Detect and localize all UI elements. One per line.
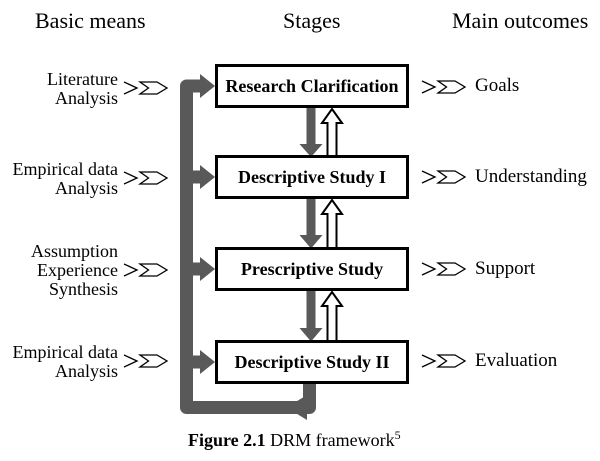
label-line: Analysis — [55, 88, 118, 108]
flow-chevron-icon — [123, 263, 169, 277]
outcome-label-understanding: Understanding — [475, 166, 587, 187]
flow-chevron-icon — [421, 80, 467, 94]
stage-box-descriptive-study-1: Descriptive Study I — [215, 155, 409, 199]
feedback-arrowhead-icon — [286, 395, 307, 420]
outcome-label-goals: Goals — [475, 75, 520, 96]
flow-chevron-icon — [421, 262, 467, 276]
up-arrow-icon — [320, 107, 344, 158]
outcome-label-support: Support — [475, 258, 536, 279]
down-arrow-icon — [299, 108, 323, 157]
label-line: Empirical data — [12, 342, 118, 362]
flow-chevron-icon — [421, 354, 467, 368]
branch-arrowhead-icon — [200, 165, 215, 189]
up-arrow-icon — [320, 198, 344, 250]
stage-box-research-clarification: Research Clarification — [215, 64, 409, 108]
label-line: Synthesis — [48, 279, 118, 299]
stage-box-label: Descriptive Study I — [238, 166, 386, 187]
column-header-stages: Stages — [283, 8, 341, 33]
branch-arrowhead-icon — [200, 74, 215, 98]
label-line: Empirical data — [12, 159, 118, 179]
figure-caption-title: DRM framework — [270, 430, 395, 450]
iteration-loop-path — [180, 79, 316, 414]
branch-arrowhead-icon — [200, 257, 215, 281]
column-header-main-outcomes: Main outcomes — [452, 8, 589, 33]
stage-box-label: Descriptive Study II — [234, 351, 390, 372]
outcome-label-evaluation: Evaluation — [475, 350, 558, 371]
down-arrow-icon — [299, 199, 323, 249]
stage-box-descriptive-study-2: Descriptive Study II — [215, 340, 409, 384]
basic-means-label-row4: Empirical data Analysis — [0, 343, 118, 381]
stage-box-label: Prescriptive Study — [240, 258, 384, 279]
label-line: Analysis — [55, 361, 118, 381]
figure-caption: Figure 2.1 DRM framework5 — [188, 428, 401, 451]
label-line: Assumption — [30, 241, 118, 261]
stage-box-label: Research Clarification — [225, 75, 399, 96]
up-arrow-icon — [320, 290, 344, 343]
flow-chevron-icon — [123, 81, 169, 95]
basic-means-label-row2: Empirical data Analysis — [0, 160, 118, 198]
flow-chevron-icon — [421, 170, 467, 184]
label-line: Literature — [47, 69, 118, 89]
flow-chevron-icon — [123, 171, 169, 185]
label-line: Analysis — [55, 178, 118, 198]
flow-chevron-icon — [123, 354, 169, 368]
basic-means-label-row3: Assumption Experience Synthesis — [0, 242, 118, 299]
figure-caption-label: Figure 2.1 — [188, 430, 266, 450]
column-header-basic-means: Basic means — [35, 8, 146, 33]
branch-arrowhead-icon — [200, 350, 215, 374]
down-arrow-icon — [299, 291, 323, 342]
label-line: Experience — [37, 260, 118, 280]
basic-means-label-row1: Literature Analysis — [0, 70, 118, 108]
stage-box-prescriptive-study: Prescriptive Study — [215, 247, 409, 291]
figure-caption-footnote-marker: 5 — [394, 428, 401, 442]
